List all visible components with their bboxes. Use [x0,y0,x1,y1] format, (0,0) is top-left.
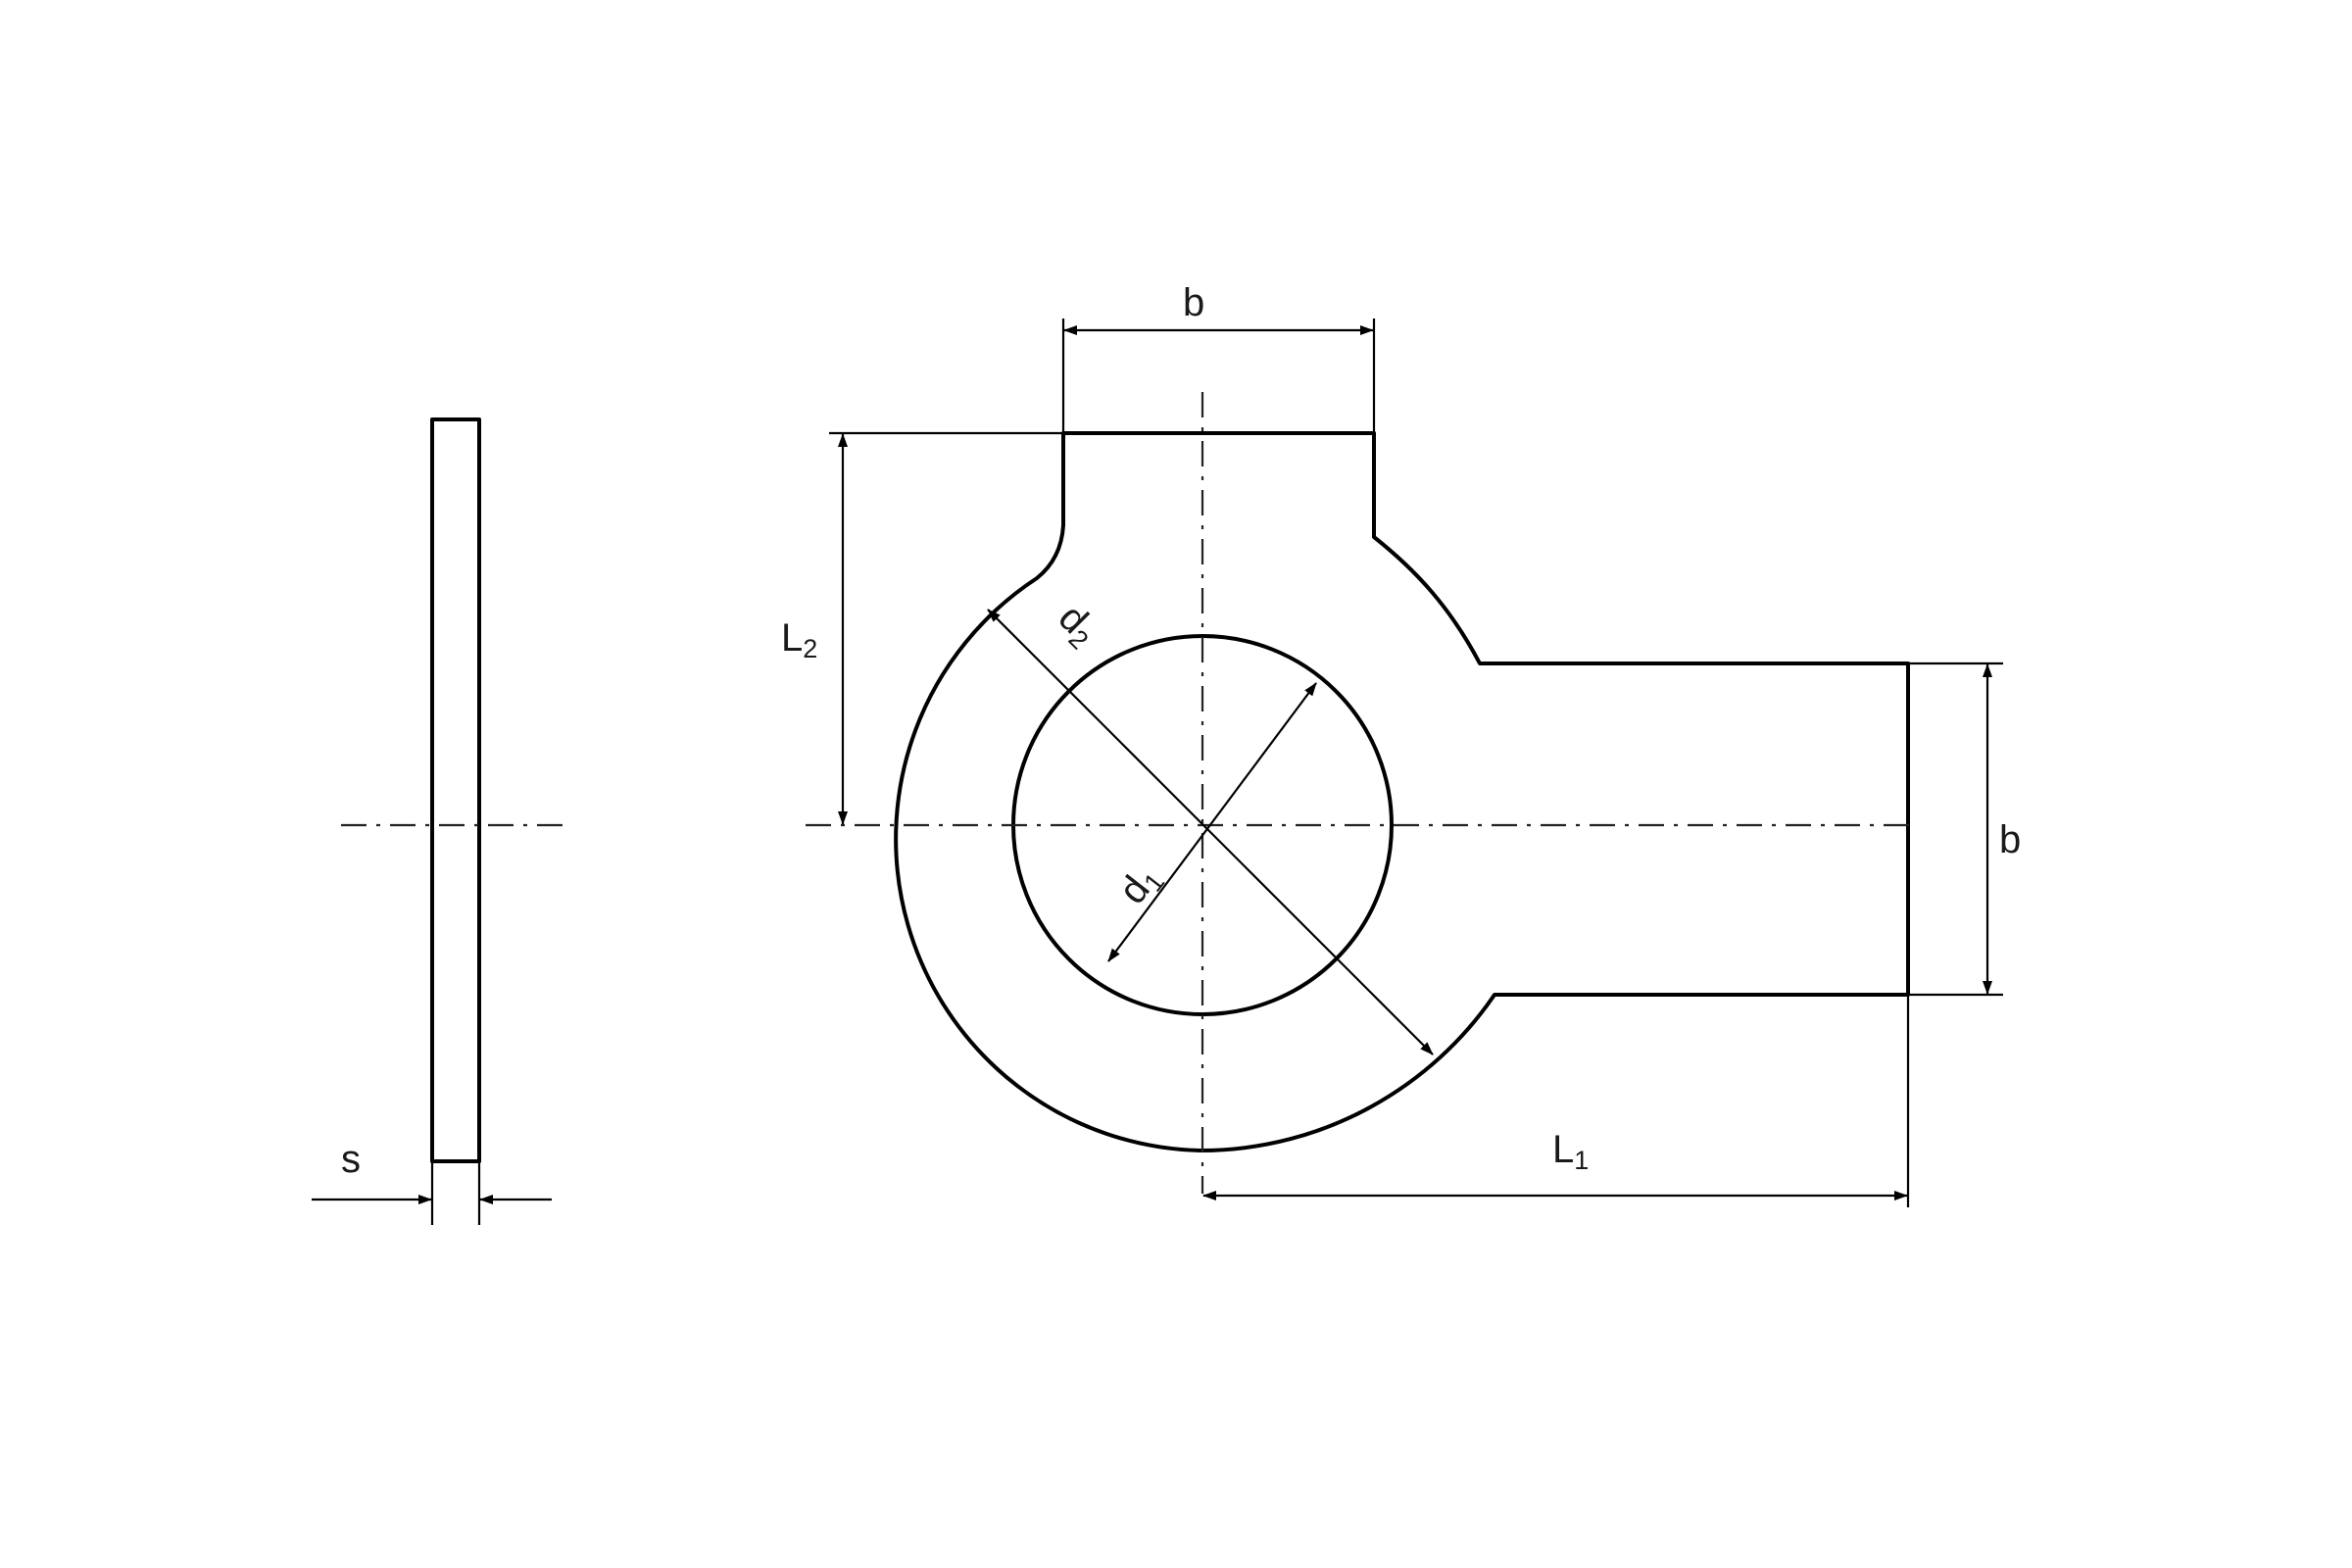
b-top-dimension-label: b [1183,281,1204,324]
d1-dimension-label: d1 [1110,857,1170,914]
d2-dimension-label: d2 [1048,596,1106,655]
front-view: b L2 b L1 d2 d1 [781,281,2021,1207]
washer-outline [894,431,1910,1152]
b-right-dimension-label: b [1999,818,2021,861]
d1-dimension-line [1107,682,1317,962]
l2-dimension-label: L2 [781,616,817,663]
side-view-profile [430,417,481,1163]
d2-dimension-line [987,609,1434,1055]
side-view: s [312,417,564,1225]
l1-dimension-label: L1 [1552,1128,1589,1175]
s-dimension-label: s [341,1138,361,1181]
